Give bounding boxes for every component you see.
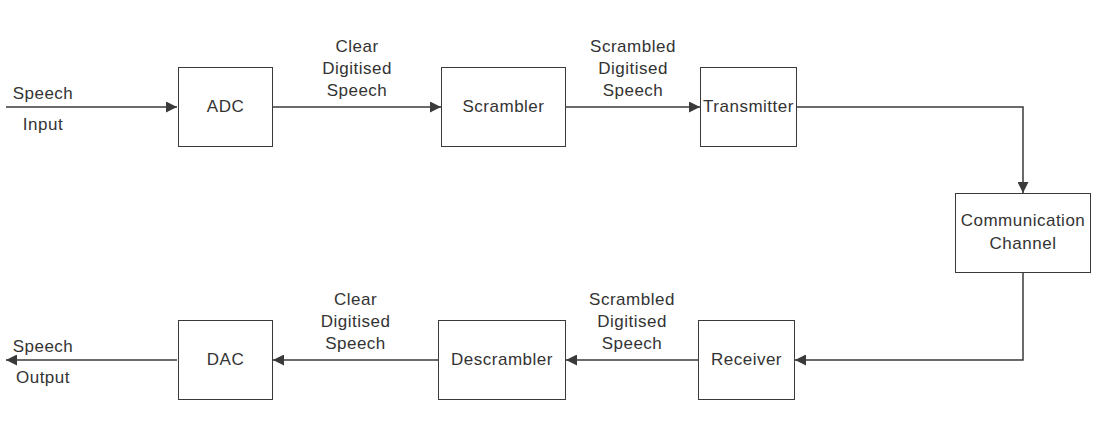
signal-arrow bbox=[566, 106, 700, 108]
signal-arrow bbox=[566, 359, 698, 361]
box-label: Transmitter bbox=[703, 96, 794, 119]
box-label: Descrambler bbox=[451, 349, 553, 372]
process-box: ADC bbox=[178, 67, 273, 147]
io-label: Input bbox=[8, 114, 78, 136]
box-label: Scrambler bbox=[463, 96, 545, 119]
box-label: DAC bbox=[207, 349, 244, 372]
process-box: Communication Channel bbox=[955, 193, 1091, 273]
process-box: Descrambler bbox=[438, 320, 566, 400]
box-label: Communication Channel bbox=[961, 210, 1086, 256]
signal-label: Clear Digitised Speech bbox=[307, 36, 407, 102]
process-box: Transmitter bbox=[700, 67, 797, 147]
process-box: Scrambler bbox=[441, 67, 566, 147]
box-label: ADC bbox=[207, 96, 244, 119]
signal-label: Scrambled Digitised Speech bbox=[583, 36, 683, 102]
signal-label: Scrambled Digitised Speech bbox=[582, 289, 682, 355]
input-arrow bbox=[6, 106, 177, 108]
output-arrow bbox=[6, 359, 177, 361]
signal-arrow bbox=[273, 359, 438, 361]
process-box: DAC bbox=[178, 320, 273, 400]
process-box: Receiver bbox=[698, 320, 795, 400]
io-label: Speech bbox=[8, 83, 78, 105]
io-label: Output bbox=[8, 367, 78, 389]
box-label: Receiver bbox=[711, 349, 782, 372]
signal-arrow bbox=[795, 273, 1023, 360]
io-label: Speech bbox=[8, 336, 78, 358]
signal-arrow bbox=[797, 107, 1023, 193]
signal-arrow bbox=[273, 106, 441, 108]
signal-label: Clear Digitised Speech bbox=[306, 289, 406, 355]
